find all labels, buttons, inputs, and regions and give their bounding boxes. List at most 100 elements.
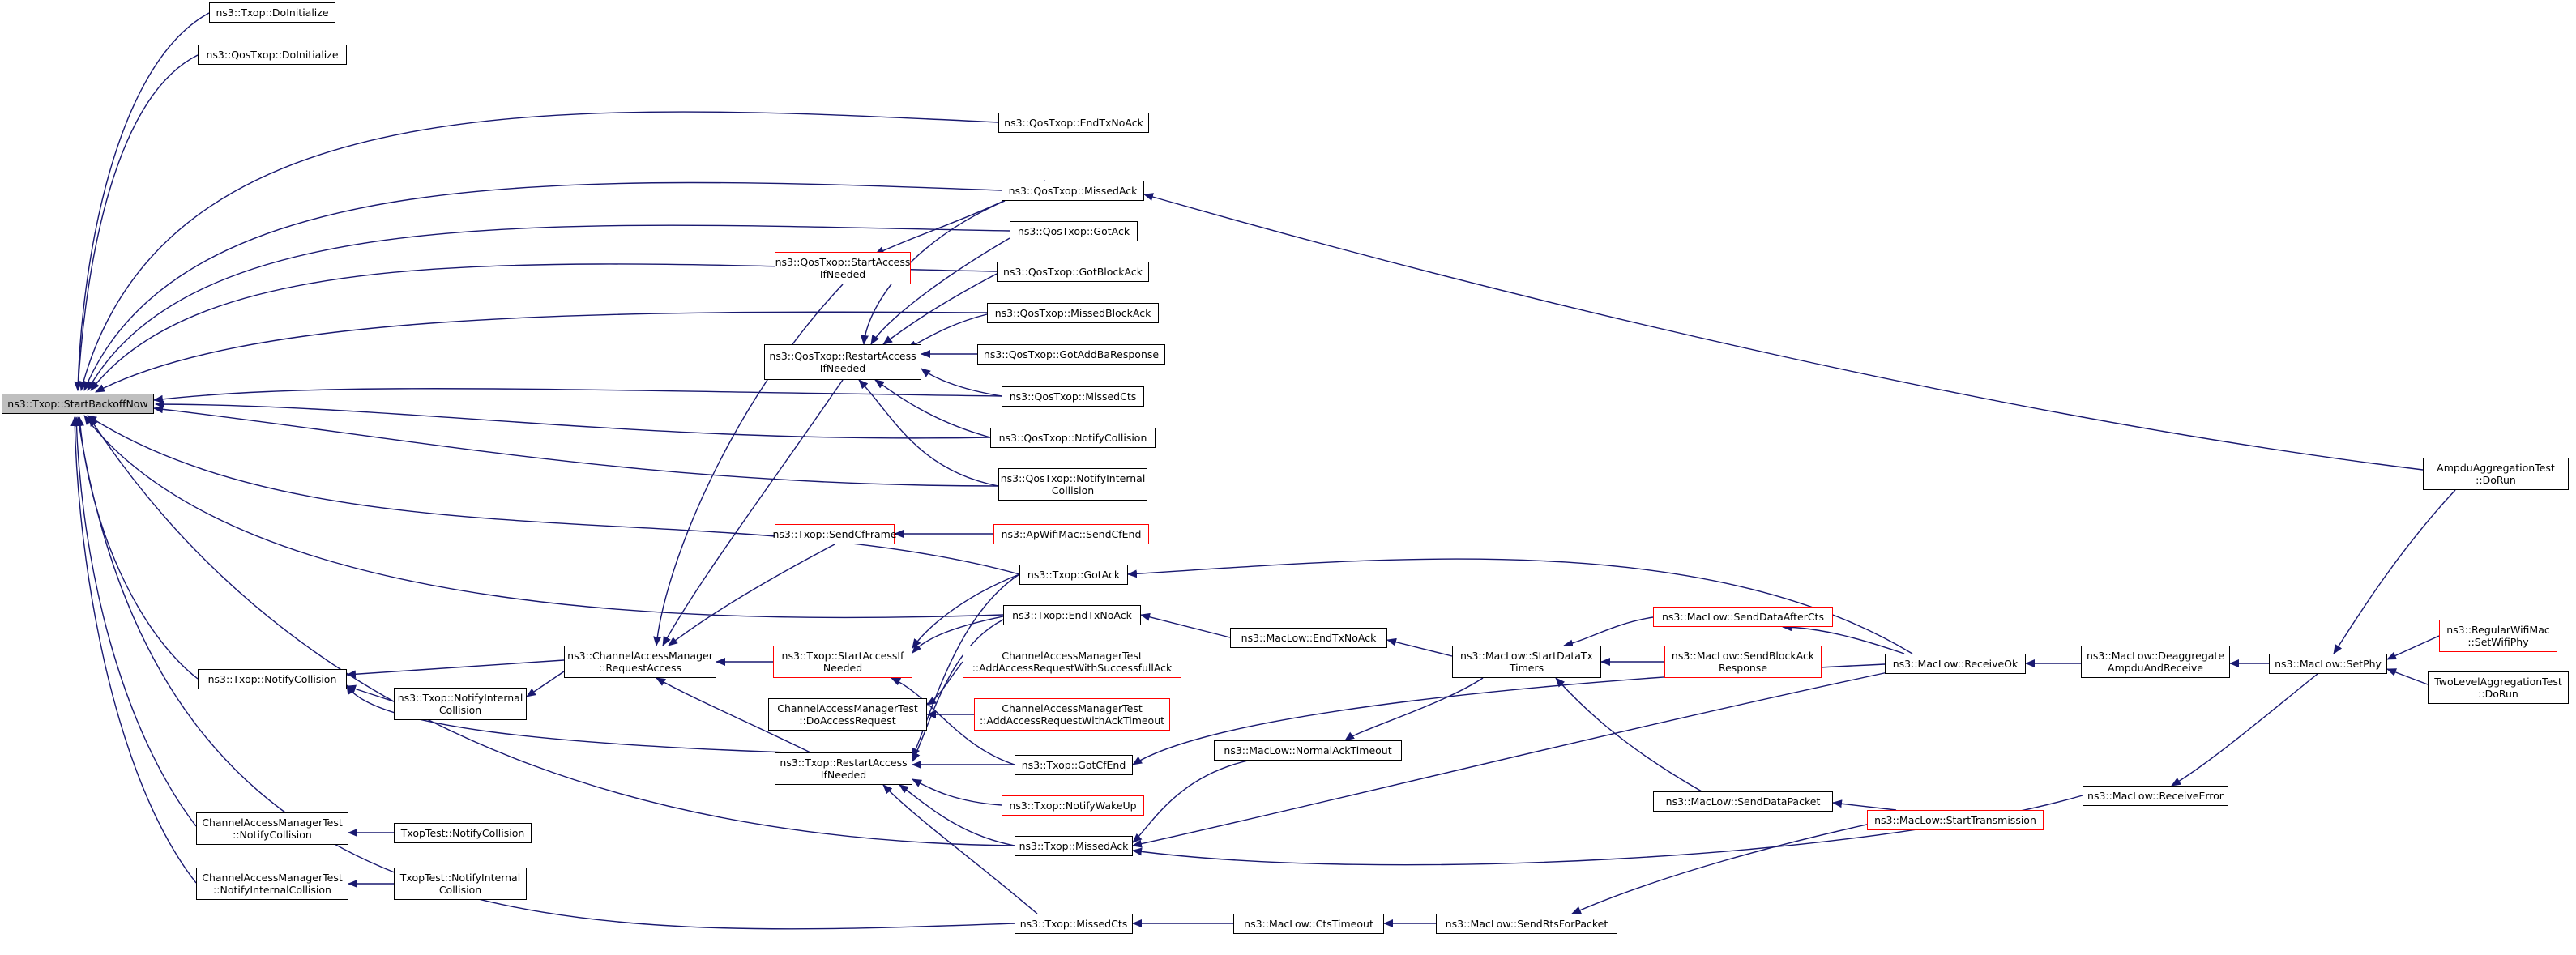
edge-startdatatx-to-maclow-endtxnoack	[1386, 637, 1453, 657]
node-maclow-setphy[interactable]: ns3::MacLow::SetPhy	[2269, 654, 2387, 674]
edge-receiveok-to-senddataaftercts	[1782, 623, 1905, 654]
edge-txop-startaccess-to-endtxnoack	[912, 616, 1004, 654]
edge-qos-endtxnoack	[79, 111, 999, 391]
node-txop-sendcfframe[interactable]: ns3::Txop::SendCfFrame	[772, 524, 897, 544]
node-channelaccessmanager-requestaccess[interactable]: ns3::ChannelAccessManager ::RequestAcces…	[564, 646, 716, 678]
node-qostxop-endtxnoack[interactable]: ns3::QosTxop::EndTxNoAck	[998, 113, 1149, 133]
edge-ampdu-to-qos-missedack	[1143, 193, 2424, 471]
node-txoptest-notifyinternalcollision[interactable]: TxopTest::NotifyInternal Collision	[394, 868, 527, 900]
edge-setphy-to-receiveerror	[2171, 673, 2318, 787]
node-txop-startaccessifneeded[interactable]: ns3::Txop::StartAccessIf Needed	[773, 646, 912, 678]
edge-qos-restartaccess-notifycollision	[874, 379, 991, 438]
edge-cam-to-txop-sendcfframe	[668, 544, 835, 646]
node-txop-notifycollision[interactable]: ns3::Txop::NotifyCollision	[198, 669, 347, 689]
edge-txop-restartaccess-missedack	[899, 784, 1015, 846]
edge-senddatapacket-to-startdatatx	[1555, 677, 1702, 792]
node-regularwifimac-setwifiphy[interactable]: ns3::RegularWifiMac ::SetWifiPhy	[2439, 620, 2557, 652]
edge-txop-restartaccess-endtxnoack	[912, 619, 1004, 762]
node-maclow-sendblockackresponse[interactable]: ns3::MacLow::SendBlockAck Response	[1664, 646, 1822, 678]
edge-qos-gotack	[87, 224, 1010, 391]
node-maclow-startdatatxtimers[interactable]: ns3::MacLow::StartDataTx Timers	[1452, 646, 1601, 678]
node-maclow-endtxnoack[interactable]: ns3::MacLow::EndTxNoAck	[1230, 628, 1387, 648]
edge-qos-restartaccess-gotack	[870, 237, 1010, 345]
node-qostxop-gotblockack[interactable]: ns3::QosTxop::GotBlockAck	[997, 262, 1149, 282]
node-qostxop-startaccessifneeded[interactable]: ns3::QosTxop::StartAccess IfNeeded	[775, 252, 911, 284]
node-txop-notifyinternalcollision[interactable]: ns3::Txop::NotifyInternal Collision	[394, 688, 527, 720]
edge-txop-restartaccess-gotack	[912, 573, 1020, 758]
node-channelaccessmanagertest-notifyinternalcollision[interactable]: ChannelAccessManagerTest ::NotifyInterna…	[196, 868, 348, 900]
node-maclow-sendrtsforpacket[interactable]: ns3::MacLow::SendRtsForPacket	[1436, 914, 1617, 934]
node-qostxop-gotack[interactable]: ns3::QosTxop::GotAck	[1010, 221, 1138, 241]
edge-txop-startaccess-to-gotack	[912, 573, 1020, 649]
edge-senddataaftercts-to-startdatatx	[1563, 616, 1654, 648]
edge-txop-endtxnoack	[83, 415, 1004, 619]
node-qostxop-notifyinternalcollision[interactable]: ns3::QosTxop::NotifyInternal Collision	[998, 468, 1147, 501]
node-ampduaggregationtest-dorun[interactable]: AmpduAggregationTest ::DoRun	[2423, 458, 2569, 490]
node-apwifimac-sendcfend[interactable]: ns3::ApWifiMac::SendCfEnd	[993, 524, 1149, 544]
node-qostxop-doinitialize[interactable]: ns3::QosTxop::DoInitialize	[198, 45, 347, 65]
edge-camtest-notifyinternal	[70, 416, 197, 884]
node-txop-restartaccessifneeded[interactable]: ns3::Txop::RestartAccess IfNeeded	[775, 752, 912, 785]
edge-qos-doinit	[74, 54, 199, 391]
node-channelaccessmanagertest-doaccessrequest[interactable]: ChannelAccessManagerTest ::DoAccessReque…	[768, 698, 927, 731]
edge-qos-restartaccess-missedblockack	[907, 313, 988, 349]
edge-doaccess-to-successful	[926, 661, 963, 706]
edge-ampdu-to-setphy	[2333, 489, 2456, 654]
edge-cam-to-qos-restartaccess	[662, 379, 844, 646]
node-qostxop-missedcts[interactable]: ns3::QosTxop::MissedCts	[1002, 386, 1144, 407]
edge-qos-missedcts	[153, 388, 1002, 403]
edge-cam-to-qos-startaccess	[653, 284, 844, 646]
node-txop-missedack[interactable]: ns3::Txop::MissedAck	[1015, 836, 1133, 856]
node-txop-doinitialize[interactable]: ns3::Txop::DoInitialize	[209, 2, 335, 23]
edge-camtest-notifycollision	[72, 416, 197, 827]
node-qostxop-restartaccessifneeded[interactable]: ns3::QosTxop::RestartAccess IfNeeded	[764, 344, 921, 380]
node-qostxop-missedblockack[interactable]: ns3::QosTxop::MissedBlockAck	[987, 303, 1159, 323]
edge-txop-startaccess-to-notifycollision	[346, 684, 811, 754]
node-txop-gotack[interactable]: ns3::Txop::GotAck	[1019, 565, 1128, 585]
edge-normalacktimeout-to-txop-missedack	[1132, 760, 1249, 843]
edge-txop-startaccess-from-gotcfend	[891, 677, 1015, 765]
node-channelaccessmanagertest-addaccessrequestwithacktimeout[interactable]: ChannelAccessManagerTest ::AddAccessRequ…	[974, 698, 1170, 731]
node-qostxop-missedack[interactable]: ns3::QosTxop::MissedAck	[1002, 181, 1144, 201]
node-maclow-senddatapacket[interactable]: ns3::MacLow::SendDataPacket	[1653, 791, 1833, 812]
edge-txop-restartaccess-notifywakeup	[912, 778, 1002, 806]
node-qostxop-gotaddbaresponse[interactable]: ns3::QosTxop::GotAddBaResponse	[977, 344, 1165, 365]
edge-qos-missedblockack	[95, 311, 988, 393]
edge-txop-doinit	[74, 12, 210, 391]
edge-qos-missedack	[83, 181, 1002, 391]
node-maclow-receiveerror[interactable]: ns3::MacLow::ReceiveError	[2083, 786, 2228, 806]
edge-maclow-endtxnoack-to-txop	[1140, 612, 1231, 638]
node-maclow-ctstimeout[interactable]: ns3::MacLow::CtsTimeout	[1233, 914, 1384, 934]
edge-txop-notifycollision-from-txopinternal	[346, 684, 395, 702]
edge-receiveok-to-txop-missedack	[1132, 671, 1889, 848]
node-txop-missedcts[interactable]: ns3::Txop::MissedCts	[1015, 914, 1133, 934]
edge-txop-notifyinternal-from-cam	[526, 671, 565, 697]
edge-qos-notifyinternal	[153, 405, 999, 487]
edge-txop-missedack	[88, 416, 1015, 846]
node-channelaccessmanagertest-notifycollision[interactable]: ChannelAccessManagerTest ::NotifyCollisi…	[196, 812, 348, 845]
edge-qos-restartaccess-notifyinternal	[858, 379, 999, 487]
node-maclow-normalacktimeout[interactable]: ns3::MacLow::NormalAckTimeout	[1214, 740, 1402, 761]
node-txop-notifywakeup[interactable]: ns3::Txop::NotifyWakeUp	[1002, 795, 1144, 816]
edge-starttransmission-to-senddatapacket	[1832, 799, 1897, 811]
node-channelaccessmanagertest-addaccessrequestwithsuccessfullack[interactable]: ChannelAccessManagerTest ::AddAccessRequ…	[963, 646, 1181, 678]
node-maclow-deaggregateampduandreceive[interactable]: ns3::MacLow::Deaggregate AmpduAndReceive	[2081, 646, 2230, 678]
node-qostxop-notifycollision[interactable]: ns3::QosTxop::NotifyCollision	[990, 428, 1156, 448]
node-maclow-senddataaftercts[interactable]: ns3::MacLow::SendDataAfterCts	[1653, 607, 1833, 627]
node-maclow-starttransmission[interactable]: ns3::MacLow::StartTransmission	[1867, 810, 2044, 830]
edge-qos-restartaccess-gotblockack	[882, 273, 998, 345]
edge-txop-notifycollision-from-cam	[346, 659, 565, 679]
node-maclow-receiveok[interactable]: ns3::MacLow::ReceiveOk	[1885, 654, 2026, 674]
edge-txop-notifycollision	[75, 416, 199, 680]
edge-startdatatx-to-normalacktimeout	[1344, 677, 1484, 741]
edge-txop-gotack	[87, 415, 1020, 575]
node-twolevelaggregationtest-dorun[interactable]: TwoLevelAggregationTest ::DoRun	[2428, 671, 2569, 704]
edge-regularwifimac-to-setphy	[2386, 635, 2440, 660]
edge-txop-restartaccess-missedcts	[882, 784, 1038, 914]
edge-twolevel-to-setphy	[2386, 668, 2429, 685]
edge-qos-notifycollision	[155, 400, 991, 439]
node-txoptest-notifycollision[interactable]: TxopTest::NotifyCollision	[394, 823, 532, 843]
node-txop-gotcfend[interactable]: ns3::Txop::GotCfEnd	[1015, 755, 1133, 775]
node-txop-endtxnoack[interactable]: ns3::Txop::EndTxNoAck	[1003, 605, 1141, 625]
